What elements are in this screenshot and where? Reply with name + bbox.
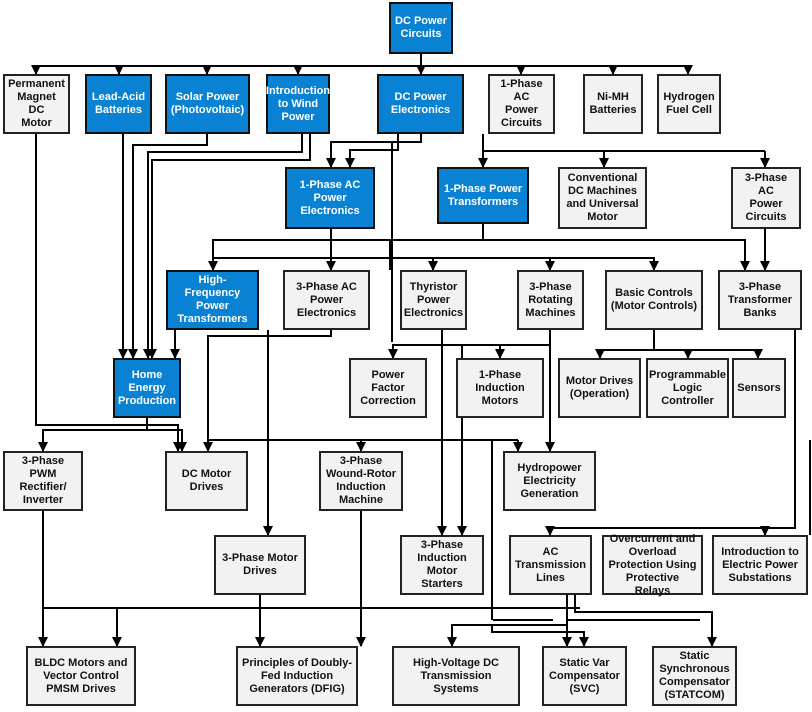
node-hydropower-electricity-generation[interactable]: Hydropower Electricity Generation	[503, 451, 596, 511]
connector-line	[483, 239, 750, 271]
node-dc-power-circuits[interactable]: DC Power Circuits	[389, 2, 453, 54]
node-intro-wind-power[interactable]: Introduction to Wind Power	[266, 74, 330, 134]
connector-line	[35, 134, 183, 452]
connector-line	[326, 134, 422, 168]
node-power-factor-correction[interactable]: Power Factor Correction	[349, 358, 427, 418]
connector-line	[447, 624, 567, 647]
node-conventional-dc-machines[interactable]: Conventional DC Machines and Universal M…	[558, 167, 647, 229]
node-3phase-transformer-banks[interactable]: 3-Phase Transformer Banks	[718, 270, 802, 330]
connector-line	[688, 349, 763, 359]
connector-line	[128, 134, 208, 359]
connector-line	[491, 625, 589, 647]
node-sensors[interactable]: Sensors	[732, 358, 786, 418]
node-basic-controls[interactable]: Basic Controls (Motor Controls)	[605, 270, 703, 330]
node-overcurrent-overload-protection[interactable]: Overcurrent and Overload Protection Usin…	[602, 533, 703, 597]
node-permanent-magnet-dc-motor[interactable]: Permanent Magnet DC Motor	[3, 74, 70, 134]
node-3phase-motor-drives[interactable]: 3-Phase Motor Drives	[214, 535, 306, 595]
node-principles-dfig[interactable]: Principles of Doubly- Fed Induction Gene…	[236, 646, 358, 706]
connector-line	[212, 250, 433, 259]
node-statcom[interactable]: Static Synchronous Compensator (STATCOM)	[652, 646, 737, 706]
connector-line	[38, 418, 148, 452]
node-high-frequency-power-transformers[interactable]: High-Frequency Power Transformers	[166, 270, 259, 330]
node-hvdc-transmission[interactable]: High-Voltage DC Transmission Systems	[392, 646, 520, 706]
node-3phase-ac-power-electronics[interactable]: 3-Phase AC Power Electronics	[283, 270, 370, 330]
connector-line	[595, 330, 655, 359]
node-dc-power-electronics[interactable]: DC Power Electronics	[377, 74, 464, 134]
connector-line	[433, 257, 555, 271]
node-3phase-wound-rotor[interactable]: 3-Phase Wound-Rotor Induction Machine	[319, 451, 403, 511]
node-1phase-ac-power-electronics[interactable]: 1-Phase AC Power Electronics	[285, 167, 375, 229]
node-motor-drives-operation[interactable]: Motor Drives (Operation)	[558, 358, 641, 418]
node-ac-transmission-lines[interactable]: AC Transmission Lines	[509, 535, 592, 595]
node-3phase-ac-power-circuits[interactable]: 3-Phase AC Power Circuits	[731, 167, 801, 229]
connector-line	[147, 429, 187, 452]
node-intro-electric-power-substations[interactable]: Introduction to Electric Power Substatio…	[712, 535, 808, 595]
node-dc-motor-drives[interactable]: DC Motor Drives	[165, 451, 248, 511]
connector-line	[208, 224, 484, 271]
node-static-var-compensator[interactable]: Static Var Compensator (SVC)	[542, 646, 627, 706]
node-home-energy-production[interactable]: Home Energy Production	[113, 358, 181, 418]
connector-line	[550, 257, 659, 271]
connector-line	[147, 134, 311, 359]
node-thyristor-power-electronics[interactable]: Thyristor Power Electronics	[400, 270, 467, 330]
node-1phase-power-transformers[interactable]: 1-Phase Power Transformers	[437, 167, 529, 224]
node-3phase-pwm-rectifier[interactable]: 3-Phase PWM Rectifier/ Inverter	[3, 451, 83, 511]
node-nimh-batteries[interactable]: Ni-MH Batteries	[583, 74, 643, 134]
node-3phase-induction-motor-starters[interactable]: 3-Phase Induction Motor Starters	[400, 535, 484, 595]
connector-line	[143, 134, 303, 359]
connector-line	[545, 330, 796, 536]
connector-line	[388, 330, 551, 359]
node-lead-acid-batteries[interactable]: Lead-Acid Batteries	[85, 74, 152, 134]
connector-line	[203, 330, 332, 452]
node-solar-power[interactable]: Solar Power (Photovoltaic)	[165, 74, 250, 134]
node-1phase-ac-power-circuits[interactable]: 1-Phase AC Power Circuits	[488, 74, 555, 134]
node-programmable-logic-controller[interactable]: Programmable Logic Controller	[646, 358, 729, 418]
node-hydrogen-fuel-cell[interactable]: Hydrogen Fuel Cell	[657, 74, 721, 134]
connector-line	[345, 134, 399, 168]
node-1phase-induction-motors[interactable]: 1-Phase Induction Motors	[456, 358, 544, 418]
node-3phase-rotating-machines[interactable]: 3-Phase Rotating Machines	[517, 270, 584, 330]
connector-line	[574, 595, 717, 647]
connector-line	[654, 349, 693, 359]
node-bldc-motors-vector-control[interactable]: BLDC Motors and Vector Control PMSM Driv…	[26, 646, 136, 706]
